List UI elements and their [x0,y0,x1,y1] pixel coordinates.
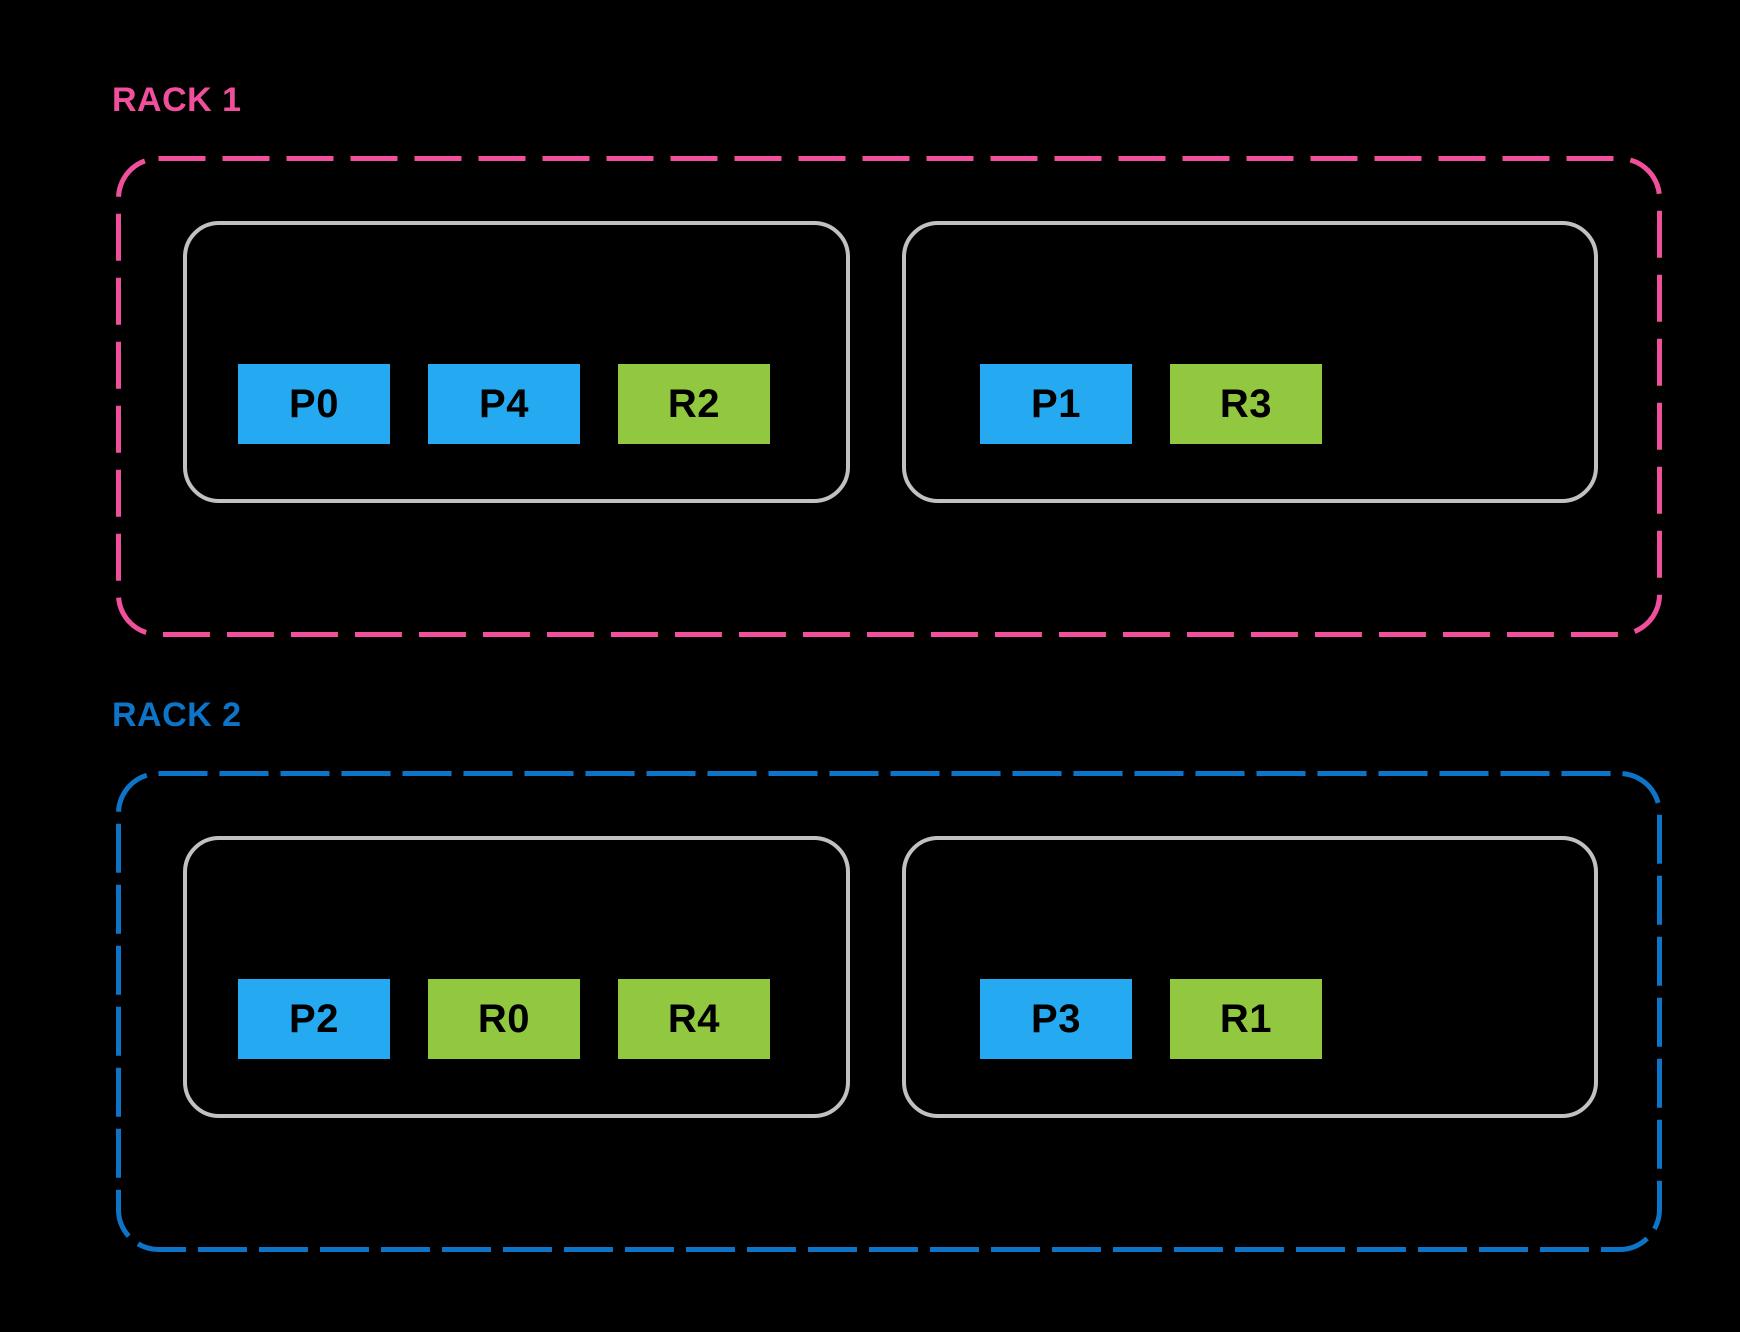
chip-r2: R2 [618,364,770,444]
chip-r4: R4 [618,979,770,1059]
chip-p3: P3 [980,979,1132,1059]
chip-p4: P4 [428,364,580,444]
rack-1-node-1: P0 P4 R2 [183,221,850,503]
rack-1-label: RACK 1 [112,81,242,119]
rack-2-node-2: P3 R1 [902,836,1598,1118]
chip-r1: R1 [1170,979,1322,1059]
rack-2: P2 R0 R4 P3 R1 [116,771,1662,1252]
chip-r3: R3 [1170,364,1322,444]
chip-p2: P2 [238,979,390,1059]
rack-2-node-1: P2 R0 R4 [183,836,850,1118]
chip-p1: P1 [980,364,1132,444]
rack-2-label: RACK 2 [112,696,242,734]
rack-1: P0 P4 R2 P1 R3 [116,156,1662,637]
chip-p0: P0 [238,364,390,444]
rack-1-node-2: P1 R3 [902,221,1598,503]
chip-r0: R0 [428,979,580,1059]
